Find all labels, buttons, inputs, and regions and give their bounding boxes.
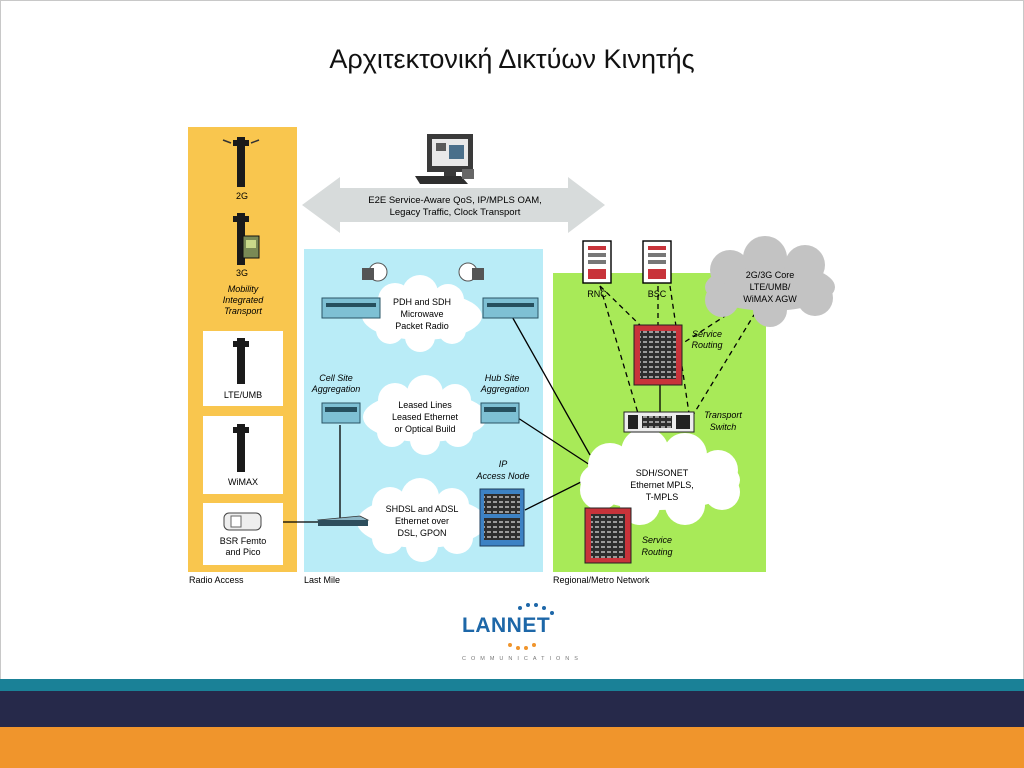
service-routing2-line1: Service [642,535,672,545]
logo-wordmark: LANNET [462,614,551,637]
ip-line1: IP [499,459,508,469]
transport-line2: Switch [710,422,737,432]
shdsl-cloud [357,478,487,562]
logo-swoosh-icon [508,603,554,650]
transport-line1: Transport [704,410,742,420]
mobility-line2: Integrated [223,295,265,305]
sdh-line1: SDH/SONET [636,468,689,478]
radio-access-label: Radio Access [189,575,244,585]
service-routing2-line2: Routing [641,547,672,557]
management-computer-icon [415,134,474,184]
core-cloud [705,236,835,327]
cell-site-aggregation-icon [321,402,361,424]
footer-band-navy [0,691,1024,727]
shdsl-line2: Ethernet over [395,516,449,526]
footer-band-orange [0,727,1024,768]
cell-site-line2: Aggregation [311,384,361,394]
label-lte: LTE/UMB [224,390,262,400]
antenna-wimax-icon [233,424,249,472]
banner-line1: E2E Service-Aware QoS, IP/MPLS OAM, [368,195,542,206]
femto-device-icon [223,512,262,531]
bsr-line2: and Pico [225,547,260,557]
antenna-lte-icon [233,338,249,384]
leased-line3: or Optical Build [394,424,455,434]
shdsl-line3: DSL, GPON [397,528,446,538]
label-3g: 3G [236,268,248,278]
e2e-banner-arrow [302,177,605,233]
cell-site-line1: Cell Site [319,373,353,383]
transport-switch-icon [623,411,695,433]
core-line2: LTE/UMB/ [750,282,791,292]
hub-site-line2: Aggregation [480,384,530,394]
ip-access-node-icon [479,488,525,547]
pdh-line1: PDH and SDH [393,297,451,307]
service-router-bottom-icon [584,507,632,564]
hub-site-line1: Hub Site [485,373,520,383]
pdh-line2: Microwave [400,309,443,319]
footer-band-teal [0,679,1024,691]
pdh-cloud [362,275,482,352]
pdh-line3: Packet Radio [395,321,449,331]
label-2g: 2G [236,191,248,201]
bsc-server-icon [642,240,672,284]
banner-line2: Legacy Traffic, Clock Transport [390,207,521,218]
hub-site-aggregation-icon [480,402,520,424]
lannet-logo: LANNET COMMUNICATIONS [440,600,600,670]
leased-line1: Leased Lines [398,400,452,410]
bsc-label: BSC [648,289,667,299]
service-routing-line1: Service [692,329,722,339]
microwave-radio-right-icon [458,262,539,319]
bsr-line1: BSR Femto [220,536,267,546]
last-mile-label: Last Mile [304,575,340,585]
sdh-line2: Ethernet MPLS, [630,480,694,490]
ip-line2: Access Node [475,471,529,481]
rnc-server-icon [582,240,612,284]
label-wimax: WiMAX [228,477,258,487]
core-line3: WiMAX AGW [743,294,797,304]
mobility-line1: Mobility [228,284,259,294]
service-router-top-icon [633,324,683,386]
mobility-line3: Transport [224,306,262,316]
logo-subtitle: COMMUNICATIONS [462,656,583,662]
dsl-modem-icon [316,515,370,526]
leased-cloud [363,375,487,455]
shdsl-line1: SHDSL and ADSL [386,504,459,514]
service-routing-line2: Routing [691,340,722,350]
microwave-radio-left-icon [321,262,388,319]
rnc-label: RNC [587,289,607,299]
leased-line2: Leased Ethernet [392,412,459,422]
slide-title: Αρχιτεκτονική Δικτύων Κινητής [329,44,695,74]
core-line1: 2G/3G Core [746,270,795,280]
antenna-2g-icon [222,137,260,187]
regional-label: Regional/Metro Network [553,575,650,585]
sdh-line3: T-MPLS [646,492,679,502]
antenna-3g-icon [233,213,260,265]
